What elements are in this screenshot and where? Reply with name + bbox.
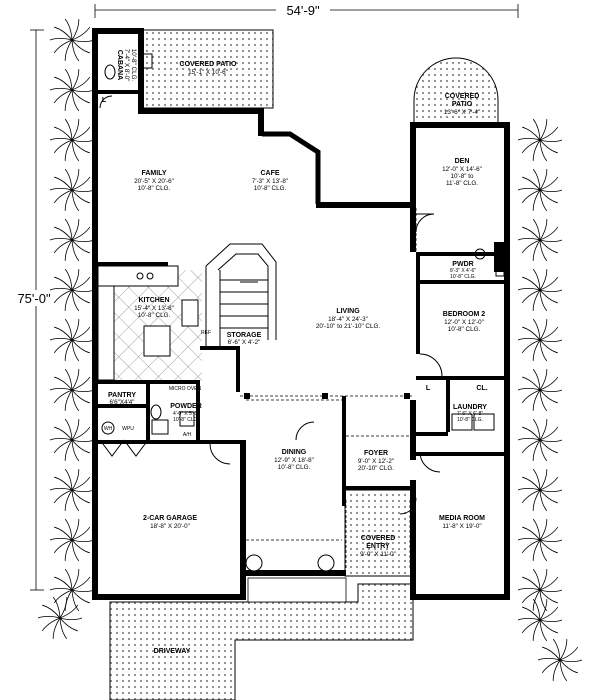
foyer-ceiling: 20'-10" CLG. bbox=[358, 465, 394, 472]
den-size: 12'-0" X 14'-6" bbox=[442, 166, 482, 173]
plant-icon bbox=[517, 218, 563, 262]
plant-icon bbox=[537, 638, 583, 682]
driveway-name: DRIVEWAY bbox=[154, 648, 191, 655]
plant-icon bbox=[49, 468, 95, 512]
dimension-left bbox=[14, 29, 58, 591]
plant-icon bbox=[517, 468, 563, 512]
pwdr-size: 8'-3" X 4'-6" bbox=[450, 268, 476, 274]
cabana-ceiling: 10'-8" CLG. bbox=[130, 49, 137, 82]
storage-name: STORAGE bbox=[227, 332, 262, 339]
powder-size: 4'-0" X 5'-5" bbox=[173, 411, 199, 417]
foyer-size: 9'-0" X 12'-2" bbox=[358, 458, 394, 465]
pwdr-ceiling: 10'-8" CLG. bbox=[450, 274, 476, 280]
plant-icon bbox=[517, 568, 563, 612]
bedroom2-name: BEDROOM 2 bbox=[443, 311, 486, 318]
covered-patio-side-name2: PATIO bbox=[452, 101, 473, 108]
covered-patio-side-name: COVERED bbox=[445, 93, 480, 100]
wh-label: WH bbox=[104, 426, 113, 432]
storage-size: 6'-6" X 4'-2" bbox=[228, 339, 261, 346]
living-ceiling: 20'-10" to 21'-10" CLG. bbox=[316, 323, 381, 330]
laundry-ceiling: 10'-8" CLG. bbox=[457, 417, 483, 423]
foyer-name: FOYER bbox=[364, 450, 388, 457]
columns bbox=[244, 393, 410, 572]
pantry-size: 6'6"X4'4" bbox=[109, 399, 134, 406]
dimension-width-label: 54'-9" bbox=[286, 3, 320, 18]
cafe-ceiling: 10'-8" CLG. bbox=[254, 185, 287, 192]
front-walk bbox=[247, 577, 347, 603]
family-name: FAMILY bbox=[141, 170, 166, 177]
covered-entry-name2: ENTRY bbox=[366, 543, 390, 550]
laundry-size: 7'-6" X 6'-8" bbox=[457, 411, 483, 417]
driveway-paving bbox=[109, 583, 414, 700]
living-size: 18'-4" X 24'-3" bbox=[328, 316, 368, 323]
covered-entry-name: COVERED bbox=[361, 535, 396, 542]
cafe-size: 7'-3" X 13'-8" bbox=[252, 178, 288, 185]
kitchen-size: 15'-4" X 13'-8" bbox=[134, 305, 174, 312]
wpu-label: WPU bbox=[122, 426, 134, 432]
dining-size: 12'-9" X 18'-8" bbox=[274, 457, 314, 464]
cabana-size: 7'-4" X 8'-0" bbox=[123, 49, 130, 82]
covered-patio-rear-size: 15'-1" X 10'-6" bbox=[188, 69, 228, 76]
kitchen-ceiling: 10'-8" CLG. bbox=[138, 312, 171, 319]
dimension-top bbox=[94, 3, 519, 18]
plant-icon bbox=[517, 368, 563, 412]
plant-icon bbox=[517, 318, 563, 362]
kitchen-counters bbox=[97, 265, 199, 381]
media-size: 11'-8" X 19'-0" bbox=[442, 523, 481, 530]
bedroom-closet-l: L bbox=[426, 385, 431, 392]
family-size: 20'-5" X 20'-6" bbox=[134, 178, 174, 185]
plant-icon bbox=[517, 418, 563, 462]
micro-oven-label: MICRO OVEN bbox=[169, 386, 202, 392]
den-name: DEN bbox=[455, 158, 470, 165]
plant-icon bbox=[49, 168, 95, 212]
family-ceiling: 10'-8" CLG. bbox=[138, 185, 171, 192]
den-ceiling-1: 10'-8" to bbox=[450, 173, 474, 180]
plant-icon bbox=[517, 598, 563, 642]
kitchen-name: KITCHEN bbox=[138, 297, 169, 304]
ah-label: A/H bbox=[183, 432, 192, 438]
exterior-walls bbox=[92, 28, 510, 600]
plant-icon bbox=[49, 318, 95, 362]
den-ceiling-2: 11'-8" CLG. bbox=[446, 180, 478, 187]
laundry-name: LAUNDRY bbox=[453, 404, 487, 411]
bedroom2-ceiling: 10'-8" CLG. bbox=[448, 326, 481, 333]
plant-icon bbox=[49, 68, 95, 112]
side-patio-paving bbox=[413, 57, 499, 126]
dining-ceiling: 10'-8" CLG. bbox=[278, 464, 311, 471]
plant-icon bbox=[517, 268, 563, 312]
covered-patio-side-size: 13'-6" X 7'-4" bbox=[444, 109, 480, 116]
media-name: MEDIA ROOM bbox=[439, 515, 485, 522]
doors bbox=[99, 95, 443, 515]
powder-name: POWDER bbox=[170, 403, 202, 410]
ref-label: REF bbox=[201, 330, 211, 336]
bedroom-closet-cl: CL. bbox=[476, 385, 487, 392]
interior-walls bbox=[98, 90, 506, 574]
plant-icon bbox=[49, 268, 95, 312]
bedroom2-size: 12'-0" X 12'-0" bbox=[444, 319, 484, 326]
plant-icon bbox=[517, 518, 563, 562]
staircase bbox=[205, 243, 277, 346]
fixtures bbox=[101, 53, 505, 435]
plant-icon bbox=[37, 596, 83, 640]
dining-name: DINING bbox=[282, 449, 307, 456]
cabana-closet-l: L bbox=[102, 97, 107, 104]
pantry-name: PANTRY bbox=[108, 392, 136, 399]
landscape-plants bbox=[37, 18, 583, 682]
garage-size: 18'-8" X 20'-0" bbox=[150, 523, 190, 530]
cabana-name: CABANA bbox=[116, 50, 123, 80]
garage-name: 2-CAR GARAGE bbox=[143, 515, 197, 522]
covered-patio-rear-name: COVERED PATIO bbox=[180, 61, 237, 68]
plant-icon bbox=[517, 118, 563, 162]
dimension-depth-label: 75'-0" bbox=[17, 291, 51, 306]
pwdr-name: PWDR bbox=[452, 261, 473, 268]
covered-entry-size: 9'-0" X 11'-0" bbox=[360, 551, 396, 558]
living-name: LIVING bbox=[336, 308, 360, 315]
rear-patio-paving bbox=[142, 29, 274, 109]
cafe-name: CAFE bbox=[260, 170, 279, 177]
powder-ceiling: 10'-8" CLG. bbox=[173, 417, 199, 423]
plant-icon bbox=[49, 218, 95, 262]
plant-icon bbox=[517, 168, 563, 212]
